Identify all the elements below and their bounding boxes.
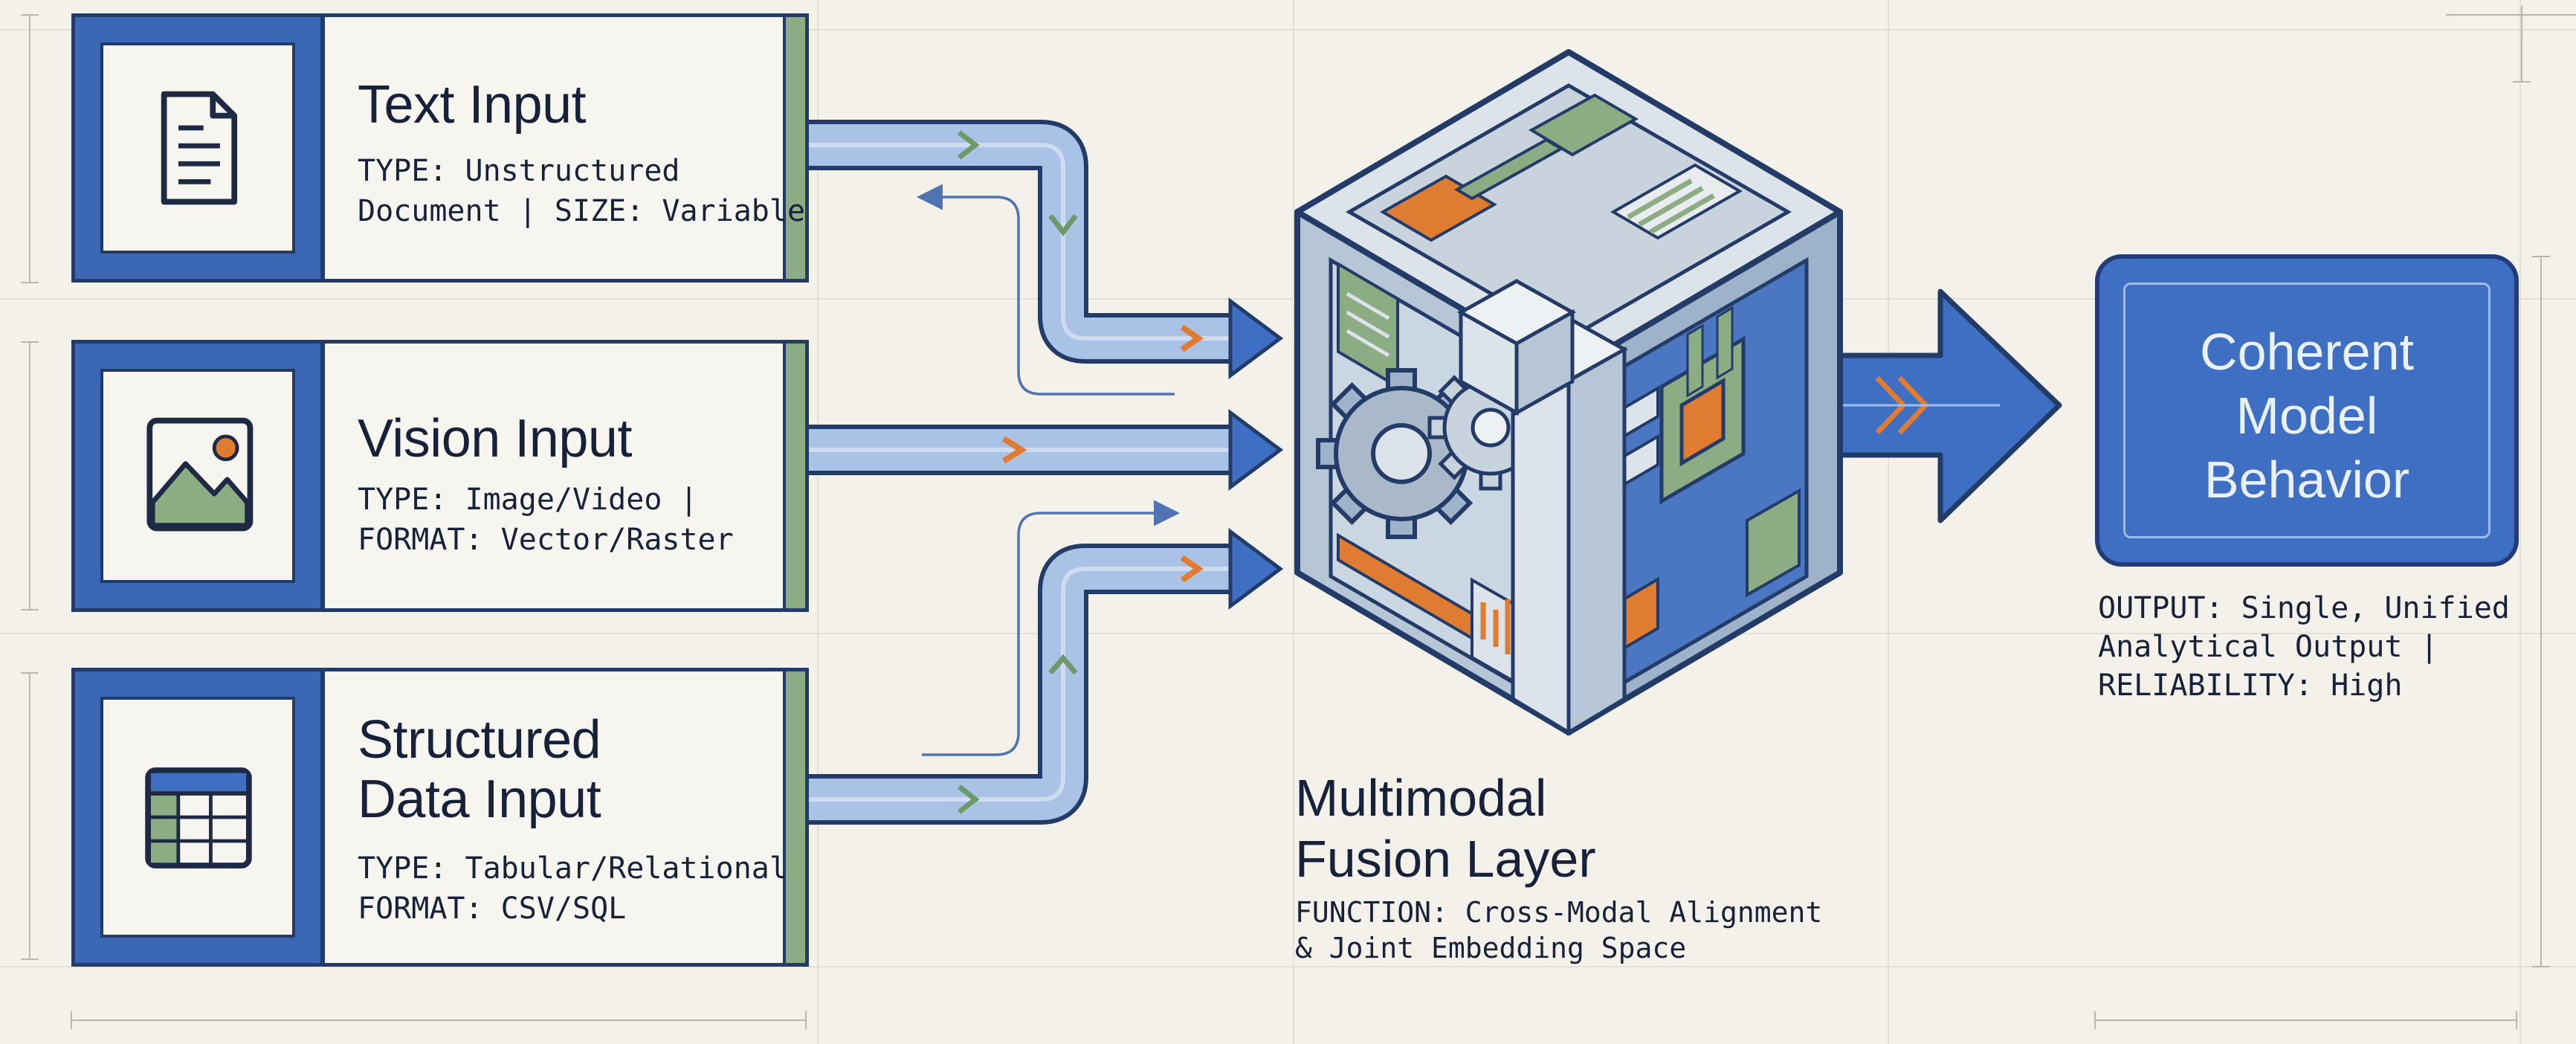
- output-box: Coherent Model Behavior: [2095, 254, 2519, 567]
- table-icon: [145, 767, 252, 869]
- fusion-cube-gears-icon: [1294, 49, 1843, 736]
- vision-input-title: Vision Input: [358, 409, 632, 468]
- input-arrows: [809, 120, 1284, 825]
- vision-input-meta: TYPE: Image/Video | FORMAT: Vector/Raste…: [358, 483, 734, 557]
- document-icon: [161, 91, 238, 205]
- structured-data-input-meta: TYPE: Tabular/Relational FORMAT: CSV/SQL: [358, 851, 787, 926]
- card-accent-bar: [783, 344, 805, 608]
- structured-data-input-title: Structured Data Input: [358, 710, 601, 829]
- fusion-layer-title: Multimodal Fusion Layer: [1295, 769, 1596, 888]
- card-accent-bar: [783, 17, 805, 279]
- card-accent-bar: [783, 671, 805, 963]
- output-label: Coherent Model Behavior: [2200, 323, 2414, 509]
- text-input-meta: TYPE: Unstructured Document | SIZE: Vari…: [358, 154, 806, 228]
- fusion-layer-meta: FUNCTION: Cross-Modal Alignment & Joint …: [1295, 896, 1823, 964]
- image-icon: [146, 417, 254, 532]
- vision-input-card: Vision Input TYPE: Image/Video | FORMAT:…: [71, 340, 809, 612]
- structured-data-input-icon-panel: [75, 671, 320, 963]
- text-input-icon-panel: [75, 17, 320, 279]
- structured-data-input-card: Structured Data Input TYPE: Tabular/Rela…: [71, 668, 809, 967]
- output-meta: OUTPUT: Single, Unified Analytical Outpu…: [2098, 591, 2510, 703]
- text-input-card: Text Input TYPE: Unstructured Document |…: [71, 13, 809, 283]
- dimension-lines: [21, 6, 2576, 1029]
- vision-input-icon-panel: [75, 344, 320, 608]
- text-input-title: Text Input: [358, 75, 587, 135]
